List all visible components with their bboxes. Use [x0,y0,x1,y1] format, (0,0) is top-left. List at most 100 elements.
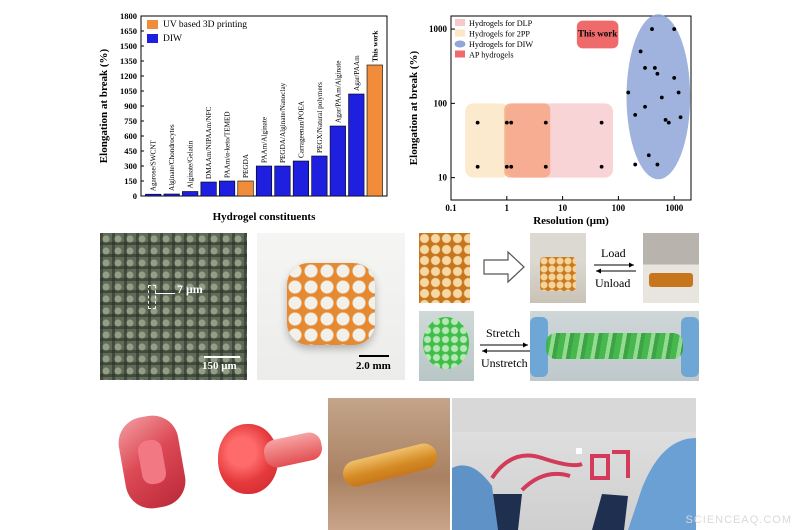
data-point [643,104,647,109]
y-tick-label: 750 [124,116,137,126]
y-tick-label: 450 [124,146,137,156]
data-point [633,112,638,117]
bar [311,155,328,197]
region-overlap [504,103,551,178]
data-point [509,120,514,125]
bar [237,180,254,197]
y-tick-label: 150 [124,176,137,186]
y-tick-label: 1500 [120,41,137,51]
pointer-line [155,293,175,294]
bar-chart: 0150300450600750900105012001350150016501… [98,11,388,223]
load-label: Load [601,246,626,260]
unload-label: Unload [595,276,631,290]
y-tick-label: 1350 [120,56,137,66]
scale-bar [359,355,389,357]
bar [200,181,217,197]
y-tick-label: 100 [434,98,448,108]
data-point [663,117,668,122]
y-tick-label: 1800 [120,11,137,21]
stretch-arrows [480,342,530,354]
legend-entry: DIW [163,34,182,44]
data-point [626,90,631,95]
micro-label: 7 μm [177,282,203,296]
arrow-icon [483,250,525,284]
legend-entry: UV based 3D printing [163,20,247,30]
region-diw [626,14,691,180]
data-point [655,71,660,76]
bar [255,165,273,197]
y-axis-label: Elongation at break (%) [98,48,110,163]
microscope-image: 7 μm 150 μm [100,233,247,380]
load-arrows [594,262,636,274]
bar-label: Agar/PAAm/Alginate [334,61,342,123]
data-point [543,164,548,169]
data-point [504,120,509,125]
y-axis-label: Elongation at break (%) [408,50,420,165]
legend-swatch [454,40,466,48]
data-point [633,162,638,167]
bar-label: Agarose/SWCNT [150,139,158,191]
data-point [643,66,647,70]
bar [163,193,180,197]
bar-label: PAAm/α-keto/TEMED [224,111,232,178]
data-point [599,164,604,169]
y-tick-label: 600 [124,131,137,141]
x-tick-label: 1000 [665,203,684,213]
lattice-image: 2.0 mm [257,233,405,380]
red-gel-photo [204,398,327,530]
bar-label: PEGDA [242,153,250,178]
amber-tube-photo [328,398,450,530]
y-tick-label: 1650 [120,26,137,36]
green-sample-photo [419,311,474,381]
data-point [646,153,651,158]
compressed-photo [643,233,699,303]
region-2pp [465,103,510,178]
this-work-box [576,20,619,49]
data-point [676,90,681,95]
bar-label: DMAAm/NIPAAm/NFC [205,106,213,179]
plot-frame [450,15,692,201]
bar [292,160,309,197]
red-mould-photo [100,398,203,530]
x-axis-label: Hydrogel constituents [213,211,316,223]
data-point [672,76,677,80]
scale-label: 2.0 mm [356,360,391,372]
bar [329,125,346,197]
data-point [638,49,643,54]
bar-label: Alginate/Gelatin [187,140,195,188]
watermark: SCIENCEAQ.COM [685,514,792,526]
legend-entry: Hydrogels for 2PP [469,30,530,39]
circuit-photo [452,398,696,530]
bar [366,64,383,197]
y-tick-label: 1000 [429,24,448,34]
y-tick-label: 1200 [120,71,137,81]
x-tick-label: 1 [505,203,510,213]
data-point [678,115,683,120]
unstretch-label: Unstretch [481,356,528,370]
y-tick-label: 300 [124,161,137,171]
stretched-photo [530,311,699,381]
scale-label: 150 μm [202,360,237,372]
bar-label: Carrageenan/POEA [297,100,305,158]
legend-entry: AP hydrogels [469,51,514,60]
bar-label: PAAm/Alginate [261,117,269,163]
lattice-cube [287,263,375,345]
y-tick-label: 1050 [120,86,137,96]
x-tick-label: 0.1 [445,203,457,213]
x-tick-label: 10 [558,203,568,213]
legend-swatch [455,29,465,37]
bar [182,191,199,197]
x-tick-label: 100 [612,203,626,213]
bar [145,193,162,197]
honeycomb-photo [419,233,470,303]
data-point [655,162,660,167]
legend-swatch [147,20,158,29]
legend-swatch [147,34,158,43]
y-tick-label: 900 [124,101,137,111]
bar-label: This work [371,31,379,62]
legend-entry: Hydrogels for DLP [469,19,533,28]
bar [219,180,236,197]
bar-label: Agar/PAAm [353,55,361,91]
data-point [509,164,514,169]
